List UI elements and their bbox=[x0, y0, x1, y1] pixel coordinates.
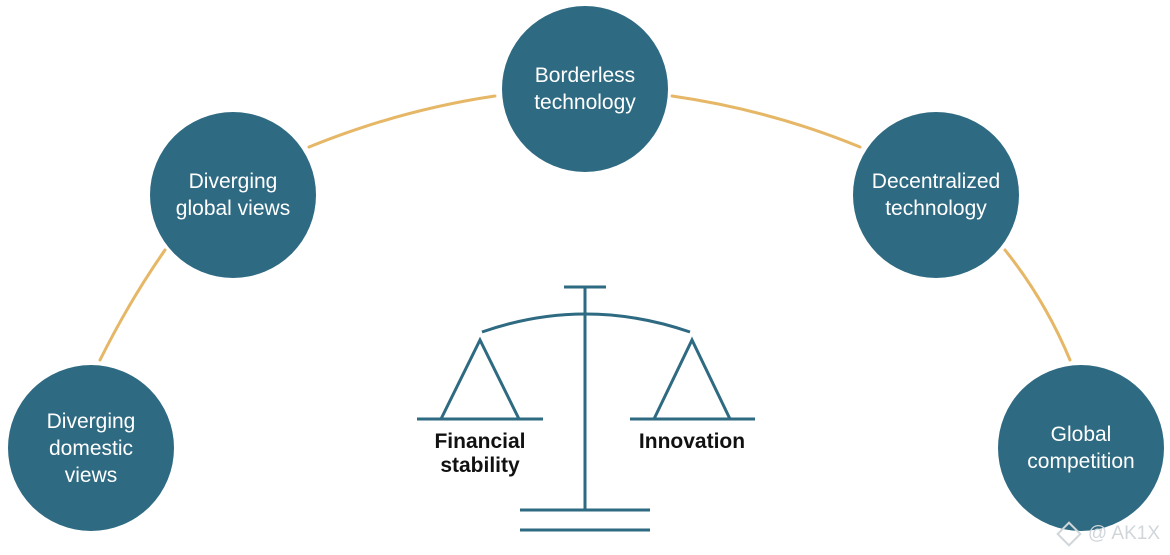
node-diverging-domestic-views: Diverging domestic views bbox=[8, 365, 174, 531]
binance-diamond-icon bbox=[1056, 521, 1082, 547]
label-financial-stability: Financial stability bbox=[434, 430, 526, 477]
watermark: @ AK1X bbox=[1056, 521, 1160, 547]
arc-domestic-to-global-views bbox=[98, 248, 167, 362]
node-decentralized-technology: Decentralized technology bbox=[853, 112, 1019, 278]
arc-decentralized-to-competition bbox=[1003, 248, 1072, 362]
balance-scale-icon bbox=[417, 285, 755, 532]
node-label: Global competition bbox=[1027, 423, 1135, 473]
scale-right-pan bbox=[652, 336, 732, 420]
node-borderless-technology: Borderless technology bbox=[502, 6, 668, 172]
node-label: Diverging domestic views bbox=[46, 409, 136, 487]
node-global-competition: Global competition bbox=[998, 365, 1164, 531]
arc-connectors bbox=[98, 94, 1072, 362]
scale-beam bbox=[481, 312, 691, 334]
arc-global-views-to-borderless bbox=[307, 94, 497, 149]
node-label: Borderless technology bbox=[534, 64, 636, 114]
scale-left-pan bbox=[439, 336, 521, 420]
node-label: Diverging global views bbox=[175, 170, 291, 220]
watermark-text: @ AK1X bbox=[1087, 523, 1160, 544]
label-innovation: Innovation bbox=[638, 430, 746, 453]
node-label: Decentralized technology bbox=[871, 170, 1001, 220]
arc-borderless-to-decentralized bbox=[670, 94, 862, 149]
node-diverging-global-views: Diverging global views bbox=[150, 112, 316, 278]
